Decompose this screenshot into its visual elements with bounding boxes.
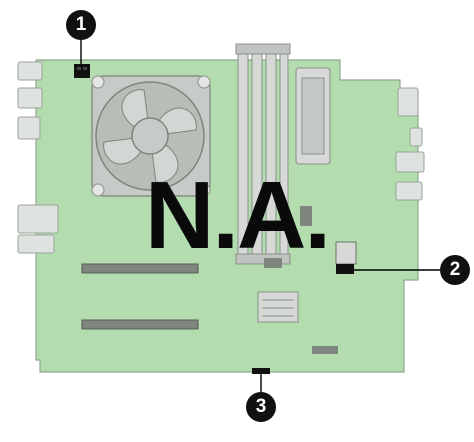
chipset-heatsink <box>257 291 299 323</box>
rear-io-ports <box>17 61 59 254</box>
pcie-slots <box>81 263 199 330</box>
misc-headers <box>264 206 338 354</box>
callout-2: 2 <box>440 255 470 285</box>
power-connector-2 <box>335 241 357 274</box>
power-connector-1 <box>74 64 90 78</box>
na-watermark: N.A. <box>145 162 331 269</box>
callout-1: 1 <box>66 10 96 40</box>
cpu-cooler <box>91 75 211 197</box>
callout-3: 3 <box>246 392 276 422</box>
connector-3 <box>252 368 270 374</box>
leader-lines <box>80 38 440 392</box>
front-connectors <box>395 87 425 201</box>
chip-module <box>295 67 331 165</box>
